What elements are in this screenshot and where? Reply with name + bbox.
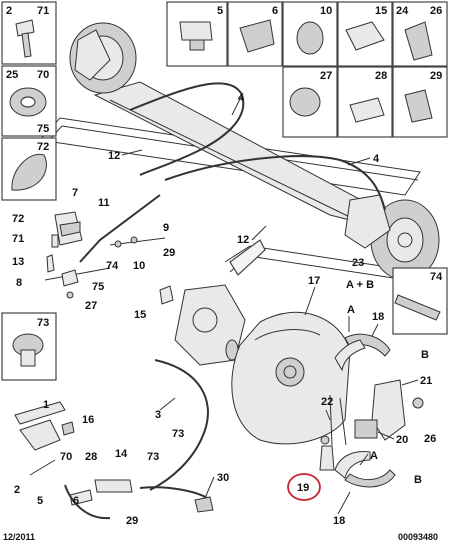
callout-a: A bbox=[347, 304, 355, 316]
footer-date: 12/2011 bbox=[3, 532, 35, 542]
callout-74: 74 bbox=[106, 260, 119, 272]
callout-10: 10 bbox=[133, 260, 145, 272]
callout-2: 2 bbox=[14, 484, 20, 496]
wheel-cylinder-adjuster bbox=[319, 379, 424, 471]
callout-6: 6 bbox=[73, 495, 79, 507]
label-73: 73 bbox=[37, 317, 49, 329]
callout-20: 20 bbox=[396, 434, 408, 446]
label-26: 26 bbox=[430, 5, 442, 17]
leader-lines bbox=[121, 92, 419, 515]
callout-26: 26 bbox=[424, 433, 436, 445]
label-6: 6 bbox=[272, 5, 278, 17]
label-10: 10 bbox=[320, 5, 332, 17]
brake-backing-plate bbox=[231, 311, 351, 445]
label-28: 28 bbox=[375, 70, 387, 82]
callout-a: A bbox=[370, 450, 378, 462]
callout-22: 22 bbox=[321, 396, 333, 408]
callout-7: 7 bbox=[72, 187, 78, 199]
rear-axle-assembly bbox=[39, 22, 441, 286]
label-72: 72 bbox=[37, 141, 49, 153]
label-74: 74 bbox=[430, 271, 443, 283]
label-29: 29 bbox=[430, 70, 442, 82]
label-15: 15 bbox=[375, 5, 387, 17]
highlight-ring-19 bbox=[287, 473, 321, 501]
handbrake-lever-mechanism bbox=[44, 211, 166, 299]
callout-13: 13 bbox=[12, 256, 24, 268]
label-70: 70 bbox=[37, 69, 49, 81]
label-23: 23 bbox=[352, 257, 364, 269]
callout-29: 29 bbox=[163, 247, 175, 259]
callout-labels: 4 12 4 12 7 11 9 72 71 29 10 13 74 8 75 … bbox=[12, 92, 436, 527]
callout-4: 4 bbox=[373, 153, 380, 165]
label-25: 25 bbox=[6, 69, 18, 81]
callout-b: B bbox=[421, 349, 429, 361]
label-2: 2 bbox=[6, 5, 12, 17]
stub-axle-knuckle bbox=[159, 284, 246, 366]
callout-1: 1 bbox=[43, 399, 49, 411]
callout-30: 30 bbox=[217, 472, 229, 484]
callout-72: 72 bbox=[12, 213, 24, 225]
label-5: 5 bbox=[217, 5, 223, 17]
callout-b: B bbox=[414, 474, 422, 486]
callout-9: 9 bbox=[163, 222, 169, 234]
label-24: 24 bbox=[396, 5, 409, 17]
callout-27: 27 bbox=[85, 300, 97, 312]
inset-grid bbox=[1, 1, 448, 381]
callout-18: 18 bbox=[333, 515, 345, 527]
callout-5: 5 bbox=[37, 495, 43, 507]
callout-21: 21 bbox=[420, 375, 432, 387]
callout-16: 16 bbox=[82, 414, 94, 426]
callout-18: 18 bbox=[372, 311, 384, 323]
callout-71: 71 bbox=[12, 233, 24, 245]
callout-14: 14 bbox=[115, 448, 128, 460]
callout-73: 73 bbox=[172, 428, 184, 440]
callout-75: 75 bbox=[92, 281, 104, 293]
callout-17: 17 bbox=[308, 275, 320, 287]
callout-12: 12 bbox=[108, 150, 120, 162]
footer-reference-number: 00093480 bbox=[398, 532, 438, 542]
inset-labels: 2 71 25 70 75 72 73 5 6 10 15 24 26 27 2… bbox=[6, 5, 443, 329]
callout-29: 29 bbox=[126, 515, 138, 527]
lower-cable-and-pedal bbox=[14, 359, 214, 520]
callout-3: 3 bbox=[155, 409, 161, 421]
callout-70: 70 bbox=[60, 451, 72, 463]
label-75: 75 bbox=[37, 123, 49, 135]
callout-28: 28 bbox=[85, 451, 97, 463]
parking-brake-cables bbox=[79, 82, 386, 263]
callout-11: 11 bbox=[98, 197, 110, 209]
brake-shoes bbox=[334, 333, 396, 488]
label-71: 71 bbox=[37, 5, 49, 17]
callout-19: 19 bbox=[297, 482, 309, 494]
callout-15: 15 bbox=[134, 309, 146, 321]
callout-73: 73 bbox=[147, 451, 159, 463]
callout-8: 8 bbox=[16, 277, 22, 289]
callout-12: 12 bbox=[237, 234, 249, 246]
label-27: 27 bbox=[320, 70, 332, 82]
callout-4: 4 bbox=[238, 92, 245, 104]
label-a-plus-b: A + B bbox=[346, 279, 374, 291]
